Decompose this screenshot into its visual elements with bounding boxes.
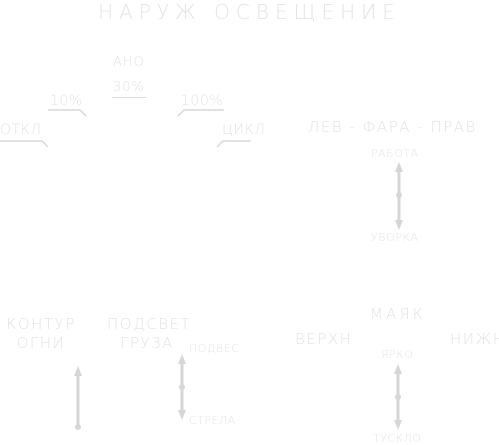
- cargo-light-arrow-down-icon: [178, 410, 186, 420]
- beacon-toggle-switch[interactable]: [394, 364, 402, 430]
- knob-tick-off: [0, 140, 49, 148]
- knob-tick-10: [48, 109, 87, 117]
- contour-lights-toggle-switch[interactable]: [74, 366, 82, 430]
- beacon-left-label: ВЕРХН: [295, 330, 353, 348]
- knob-tick-100: [177, 109, 224, 117]
- headlight-down-label: УБОРКА: [371, 231, 419, 244]
- headlight-arrow-down-icon: [395, 220, 403, 230]
- cargo-light-arrow-up-icon: [178, 354, 186, 364]
- contour-lights-arrow-up-icon: [74, 366, 82, 376]
- cargo-light-up-label: ПОДВЕС: [189, 342, 240, 355]
- beacon-down-label: ТУСКЛО: [373, 432, 422, 445]
- knob-tick-cycle: [216, 140, 251, 148]
- knob-mark-30: [112, 97, 146, 98]
- beacon-right-label: НИЖН: [450, 330, 499, 348]
- knob-position-30: 30%: [113, 80, 145, 95]
- knob-position-off: ОТКЛ: [0, 122, 42, 138]
- beacon-arrow-down-icon: [394, 420, 402, 430]
- panel-title: НАРУЖ ОСВЕЩЕНИЕ: [98, 0, 401, 24]
- headlight-toggle-switch[interactable]: [395, 162, 403, 230]
- cargo-light-toggle-switch[interactable]: [178, 354, 186, 420]
- beacon-arrow-up-icon: [394, 364, 402, 374]
- headlight-arrow-up-icon: [395, 162, 403, 172]
- knob-position-10: 10%: [50, 93, 83, 109]
- beacon-switch-center-dot: [395, 394, 401, 400]
- headlight-switch-center-dot: [396, 192, 402, 198]
- headlight-up-label: РАБОТА: [371, 147, 419, 160]
- knob-position-100: 100%: [181, 93, 224, 109]
- cargo-light-label-2: ГРУЗА: [120, 334, 174, 352]
- beacon-up-label: ЯРКО: [381, 348, 414, 361]
- cargo-light-down-label: СТРЕЛА: [189, 414, 236, 427]
- beacon-switch-label: МАЯК: [370, 305, 426, 323]
- contour-lights-label-1: КОНТУР: [6, 315, 76, 333]
- headlight-switch-label: ЛЕВ - ФАРА - ПРАВ: [308, 118, 477, 136]
- cargo-light-label-1: ПОДСВЕТ: [107, 315, 192, 333]
- knob-position-ano: АНО: [113, 55, 145, 70]
- knob-position-cycle: ЦИКЛ: [222, 122, 266, 138]
- cargo-light-switch-center-dot: [179, 384, 185, 390]
- contour-lights-switch-dot: [75, 424, 81, 430]
- contour-lights-label-2: ОГНИ: [16, 334, 66, 352]
